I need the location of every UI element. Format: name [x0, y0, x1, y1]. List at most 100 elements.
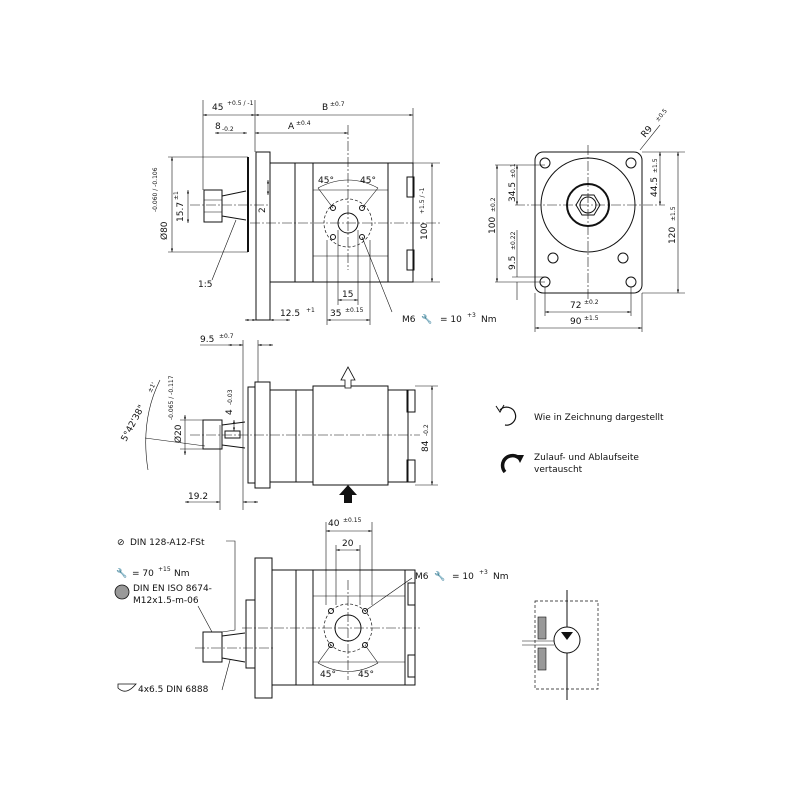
- washer-spec: DIN 128-A12-FSt: [130, 538, 205, 548]
- dim-20-tol: -0.065 / -0.117: [168, 375, 175, 420]
- nut-torque: = 70: [132, 569, 154, 579]
- dim-A-tol: ±0.4: [296, 120, 311, 127]
- side-view: 9.5 ±0.7 5°42'38" ±1' Ø20 -0.065 / -0.11…: [120, 333, 438, 510]
- dim-35-tol: ±0.15: [345, 307, 364, 314]
- dim-4-tol: -0.03: [227, 389, 234, 405]
- dim-72: 72: [570, 301, 581, 311]
- dim-12-5: 12.5: [280, 309, 300, 319]
- counterclockwise-rotation-icon: [499, 406, 517, 426]
- taper-ratio: 1:5: [198, 280, 212, 290]
- dim-80-tol: -0.060 / -0.106: [152, 167, 159, 212]
- dim-100-tol: +1.5 / -1: [419, 187, 426, 214]
- dim-9-5-tol: ±0.22: [510, 231, 517, 250]
- pump-body: [271, 569, 416, 686]
- pump-body: [269, 162, 414, 283]
- torque: = 10: [440, 315, 462, 325]
- washer-icon: ⊘: [117, 538, 125, 548]
- dim-44-5-tol: ±1.5: [652, 158, 659, 173]
- angle-45-right: 45°: [358, 670, 374, 680]
- dim-8-tol: -0.2: [222, 126, 234, 133]
- torque-tol: +3: [467, 312, 476, 319]
- bolt-head: [406, 176, 415, 198]
- clockwise-rotation-icon: [500, 453, 522, 474]
- hydraulic-symbol: [522, 590, 599, 700]
- torque-tol: +3: [479, 569, 488, 576]
- key-spec: 4x6.5 DIN 6888: [138, 685, 209, 695]
- dim-84-tol: -0.2: [423, 424, 430, 436]
- radius-tol: ±0.5: [654, 107, 669, 123]
- dim-9-5: 9.5: [200, 335, 214, 345]
- dim-44-5: 44.5: [650, 177, 660, 197]
- dim-72-tol: ±0.2: [584, 299, 599, 306]
- wrench-icon: 🔧: [116, 567, 127, 579]
- torque: = 10: [452, 572, 474, 582]
- dim-9-5: 9.5: [508, 256, 518, 270]
- dim-45: 45: [212, 103, 223, 113]
- ccw-label: Wie in Zeichnung dargestellt: [534, 413, 664, 423]
- dim-120-tol: ±1.5: [670, 206, 677, 221]
- dim-120: 120: [668, 227, 678, 244]
- dim-40: 40: [328, 519, 340, 529]
- angle-45-right: 45°: [360, 176, 376, 186]
- torque-unit: Nm: [481, 315, 497, 325]
- nut-spec-2: M12x1.5-m-06: [133, 596, 199, 606]
- dim-84: 84: [421, 440, 431, 452]
- angle-45-left: 45°: [320, 670, 336, 680]
- dim-20: 20: [342, 539, 354, 549]
- key: [224, 430, 241, 439]
- dim-34-5: 34.5: [508, 182, 518, 202]
- dim-4: 4: [225, 409, 235, 415]
- key-icon: [117, 683, 137, 692]
- bolt-head: [406, 249, 415, 271]
- cw-label-2: vertauscht: [534, 465, 583, 475]
- dim-2: 2: [258, 207, 268, 213]
- dim-19-2: 19.2: [188, 492, 208, 502]
- dim-15-7: 15.7: [176, 202, 186, 222]
- angle: 5°42'38": [120, 404, 147, 444]
- nut-icon: [114, 584, 130, 600]
- dim-40-tol: ±0.15: [343, 517, 362, 524]
- dim-35: 35: [330, 309, 341, 319]
- taper-shaft: [221, 190, 247, 221]
- radius: R9: [640, 124, 656, 140]
- dim-B: B: [322, 103, 328, 113]
- dim-9-5-tol: ±0.7: [219, 333, 234, 340]
- dim-15: 15: [342, 290, 353, 300]
- wrench-icon: 🔧: [421, 313, 432, 325]
- shaft-nut: [203, 189, 223, 223]
- angle-tol: ±1': [147, 381, 158, 394]
- dim-45-tol: +0.5 / -1: [227, 100, 254, 107]
- outlet-arrow-icon: [340, 366, 356, 389]
- angle-45-left: 45°: [318, 176, 334, 186]
- dim-34-5-tol: ±0.1: [510, 163, 517, 178]
- port: [337, 212, 359, 234]
- dim-B-tol: ±0.7: [330, 101, 345, 108]
- flange: [255, 151, 271, 321]
- cw-label-1: Zulauf- und Ablaufseite: [534, 453, 639, 463]
- nut-torque-unit: Nm: [174, 569, 190, 579]
- dim-100-tol: ±0.2: [490, 197, 497, 212]
- dim-80: Ø80: [159, 221, 170, 240]
- dim-A: A: [288, 122, 295, 132]
- dim-100: 100: [420, 223, 430, 240]
- shaft-nut: [202, 419, 223, 450]
- dim-90: 90: [570, 317, 582, 327]
- torque-unit: Nm: [493, 572, 509, 582]
- dim-100: 100: [488, 217, 498, 234]
- wrench-icon: 🔧: [434, 570, 445, 582]
- dim-12-5-tol: +1: [306, 307, 315, 314]
- rotation-legend: Wie in Zeichnung dargestellt Zulauf- und…: [495, 404, 664, 475]
- dim-15-7-tol: ±1: [173, 191, 180, 200]
- top-view: 45 +0.5 / -1 B ±0.7 A ±0.4 8 -0.2 Ø80 -0…: [152, 100, 497, 325]
- thread-m6: M6: [402, 315, 416, 325]
- mounting-plate: [534, 151, 643, 294]
- thread-m6: M6: [415, 572, 429, 582]
- dim-8: 8: [215, 122, 221, 132]
- pump-body: [312, 385, 389, 486]
- port: [334, 614, 362, 642]
- shaft-nut: [202, 631, 223, 663]
- dim-90-tol: ±1.5: [584, 315, 599, 322]
- front-view: R9 ±0.5 34.5 ±0.1 44.5 ±1.5 100 ±0.2 9.5…: [488, 107, 685, 332]
- inlet-arrow-icon: [339, 485, 357, 503]
